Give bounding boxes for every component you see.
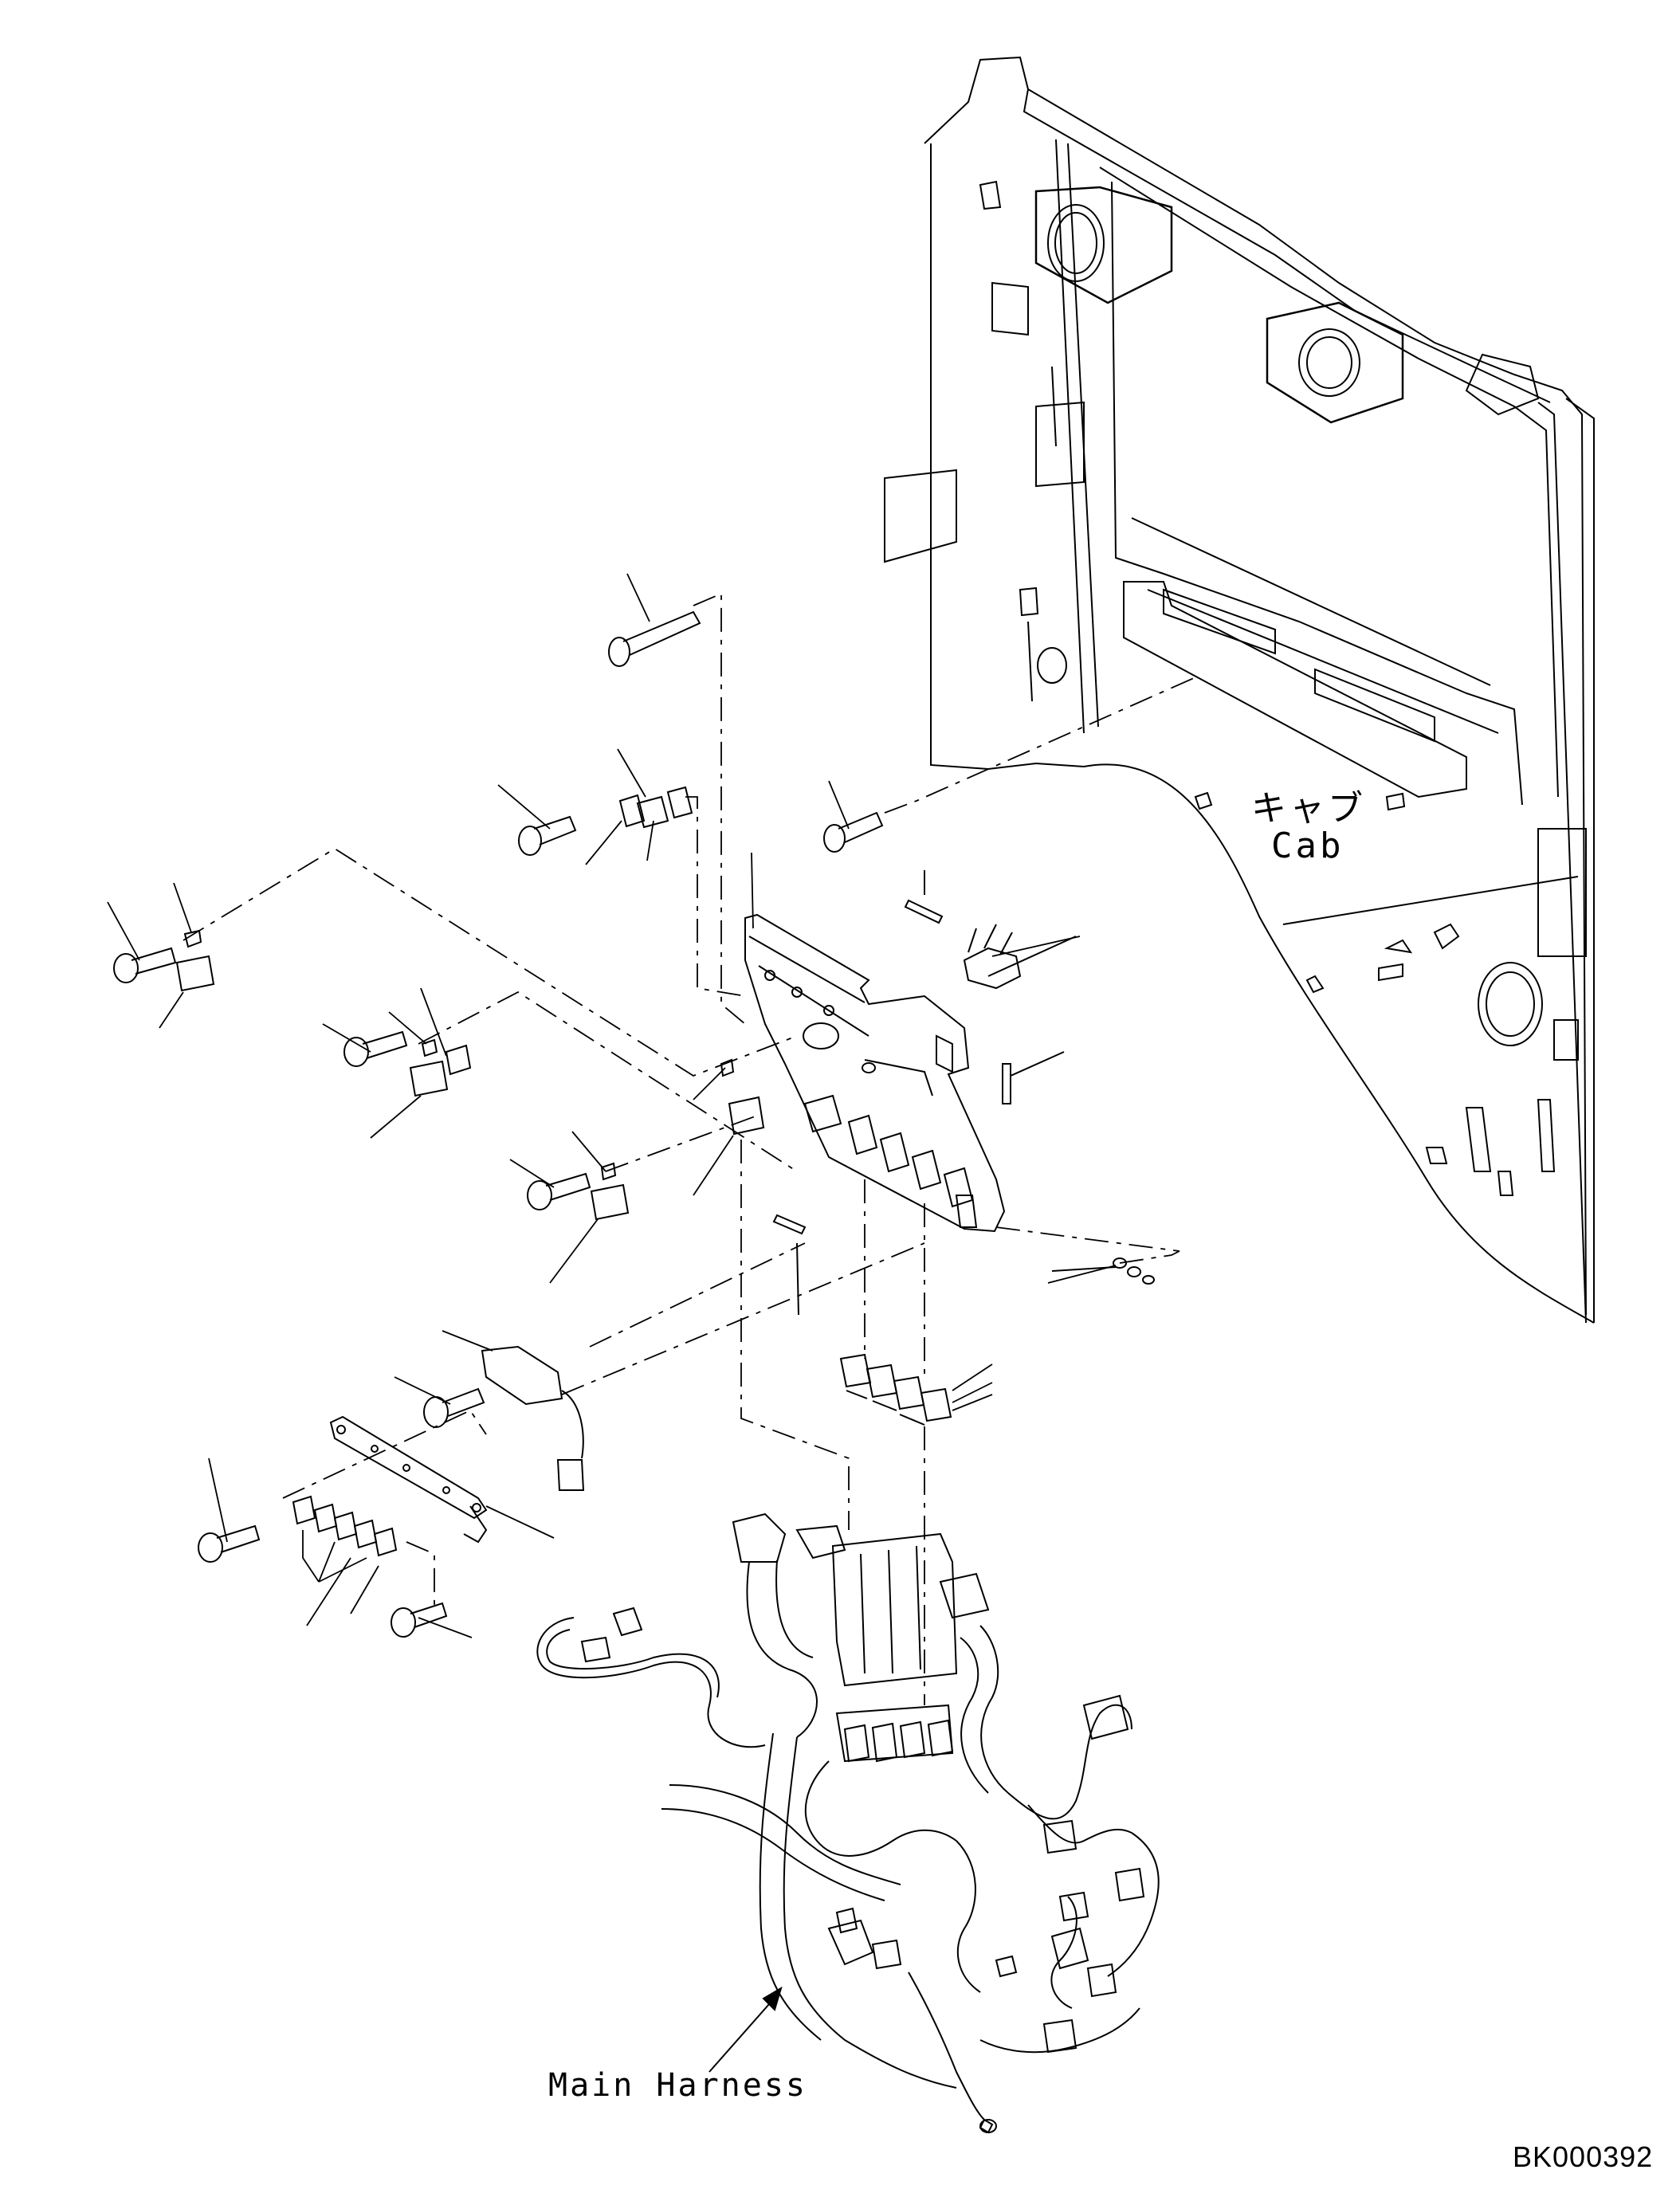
bolts: [114, 612, 882, 1637]
main-harness: [537, 1514, 1158, 2132]
harness-pointer-arrow: [709, 1988, 781, 2072]
bracket-connector: [964, 924, 1076, 988]
assembly-lines: [183, 594, 1195, 1705]
cab-frame: [885, 57, 1594, 1323]
main-harness-label: Main Harness: [548, 2067, 807, 2104]
drawing-id: BK000392: [1513, 2140, 1654, 2173]
lower-relays: [293, 1497, 396, 1556]
leader-lines: [108, 574, 1116, 1638]
relay-cluster: [841, 1355, 951, 1425]
relay-sockets: [805, 1096, 976, 1227]
lower-bracket: [331, 1417, 486, 1542]
cab-label: Cab: [1271, 826, 1344, 866]
relay-bracket: [745, 915, 1004, 1231]
relays: [177, 787, 763, 1219]
pins: [774, 870, 1064, 1315]
cab-label-japanese: キャブ: [1251, 788, 1366, 829]
resistor-assembly: [482, 1347, 583, 1490]
small-screws: [1052, 1258, 1154, 1284]
